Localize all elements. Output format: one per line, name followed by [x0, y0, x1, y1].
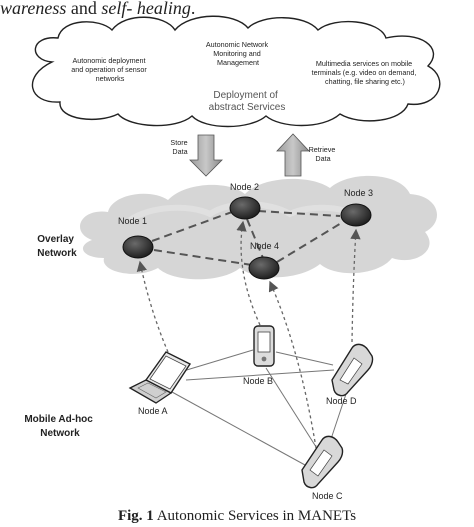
phone-icon-node-c [301, 435, 344, 489]
overlay-node-2 [229, 196, 261, 220]
service-multimedia: Multimedia services on mobile terminals … [312, 59, 419, 86]
overlay-node-1 [122, 235, 154, 259]
mapping-arrow-d-3 [350, 228, 361, 343]
overlay-node-4-label: Node 4 [250, 241, 279, 251]
pda-icon [253, 325, 275, 367]
manet-link-a-d [185, 369, 335, 381]
heading-word-self-healing: self- healing [101, 0, 191, 18]
store-data-label: Store Data [170, 138, 189, 156]
figure-number: Fig. 1 [117, 508, 154, 524]
manet-links [171, 349, 349, 466]
phone-icon-node-d [331, 343, 374, 397]
mapping-arrows [136, 220, 361, 449]
laptop-icon [128, 351, 192, 404]
overlay-node-3-label: Node 3 [344, 188, 373, 198]
overlay-node-3 [340, 203, 372, 227]
manet-link-a-c [171, 391, 306, 466]
overlay-links [151, 210, 344, 266]
service-sensor-networks: Autonomic deployment and operation of se… [71, 56, 149, 83]
overlay-node-4 [248, 256, 280, 280]
heading-joiner: and [66, 0, 102, 18]
overlay-link-1-2 [151, 211, 233, 242]
mapping-arrow-a-1 [136, 260, 169, 353]
overlay-node-1-label: Node 1 [118, 216, 147, 226]
manet-label: Mobile Ad-hoc Network [24, 414, 95, 439]
manet-link-a-b [179, 349, 254, 373]
overlay-network-label: Overlay Network [37, 234, 77, 259]
deployment-label: Deployment of abstract Services [209, 90, 286, 113]
retrieve-data-arrow [276, 133, 310, 177]
figure-caption: Fig. 1 Autonomic Services in MANETs [0, 508, 474, 525]
overlay-node-2-label: Node 2 [230, 182, 259, 192]
manet-link-b-d [275, 351, 334, 366]
services-cloud [31, 15, 441, 128]
store-data-arrow [189, 134, 223, 177]
mapping-arrow-c-4 [268, 280, 317, 449]
overlay-link-2-3 [257, 210, 341, 217]
heading-word-awareness: wareness [0, 0, 67, 18]
figure-caption-text: Autonomic Services in MANETs [153, 508, 357, 524]
overlay-link-2-4 [246, 218, 264, 259]
manet-diagram: Autonomic deployment and operation of se… [24, 15, 441, 501]
service-network-management: Autonomic Network Monitoring and Managem… [206, 40, 270, 67]
heading-end: . [190, 0, 196, 18]
heading-fragment: wareness and self- healing. [0, 0, 195, 19]
manet-node-d-label: Node D [326, 396, 357, 406]
mapping-arrow-b-2 [236, 220, 261, 326]
manet-link-b-c [265, 367, 319, 451]
manet-node-c-label: Node C [312, 491, 343, 501]
manet-node-a-label: Node A [138, 406, 168, 416]
manet-node-b-label: Node B [243, 376, 273, 386]
overlay-link-1-4 [153, 249, 253, 266]
retrieve-data-label: Retrieve Data [309, 145, 338, 163]
